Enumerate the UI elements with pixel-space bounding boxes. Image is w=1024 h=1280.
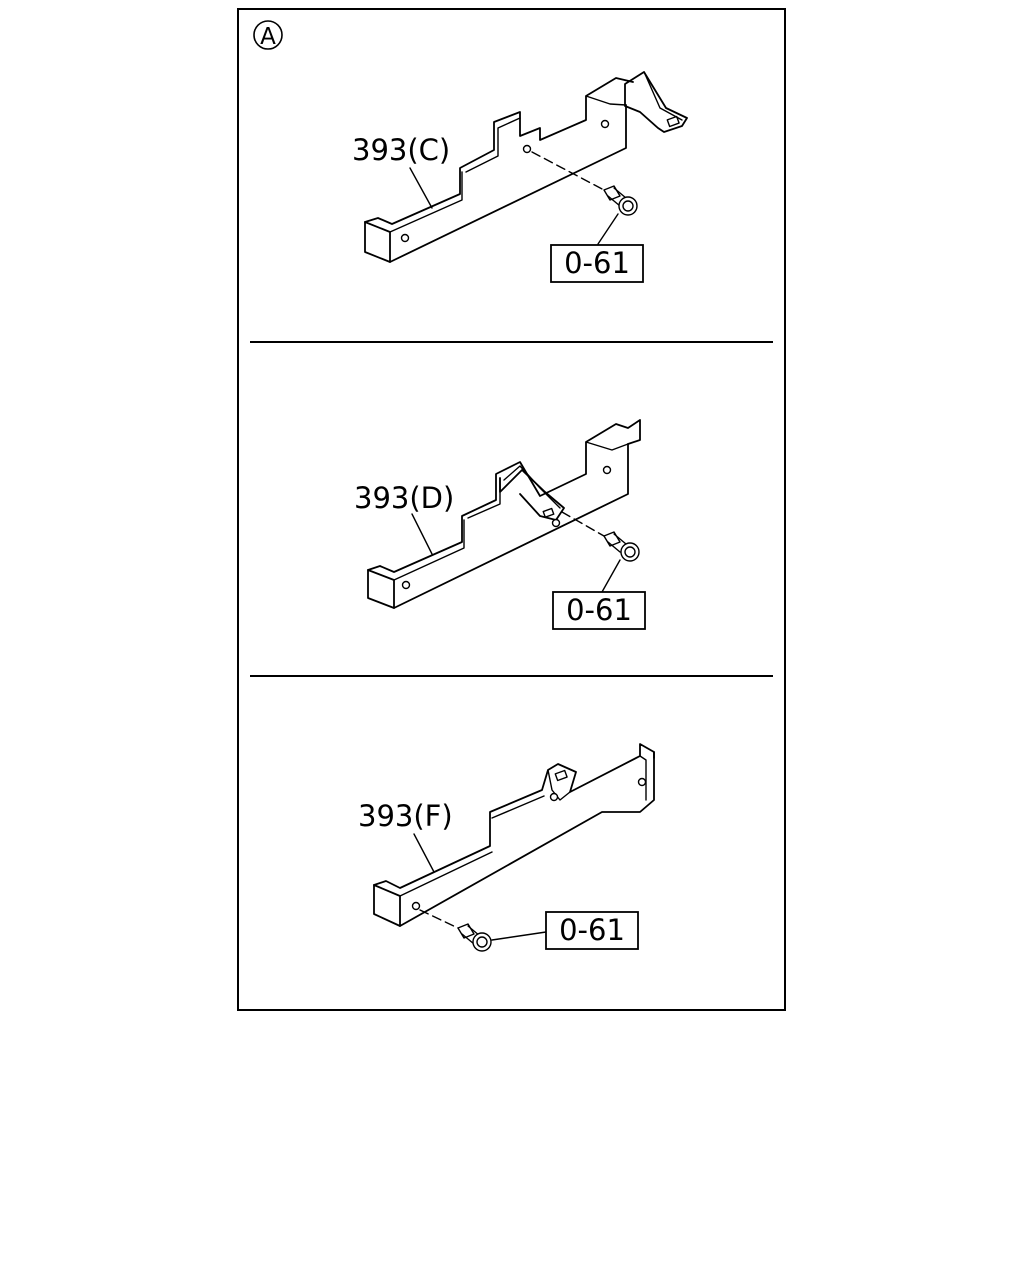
- bolt-icon: [457, 923, 492, 952]
- part-leader: [411, 513, 433, 555]
- panel-1: 393(C) 0-61: [352, 71, 688, 283]
- diagram-frame: [237, 8, 786, 1011]
- fastener-axis: [561, 511, 605, 537]
- view-marker-letter: A: [260, 24, 276, 50]
- fastener-label-box: [545, 911, 639, 950]
- fastener-label: 0-61: [564, 246, 630, 280]
- part-label: 393(D): [354, 481, 454, 515]
- fastener-axis: [419, 909, 459, 929]
- bracket-393d: [367, 419, 641, 609]
- bolt-icon: [603, 185, 638, 216]
- panel-3: 393(F) 0-61: [358, 743, 655, 952]
- fastener-label-box: [550, 244, 644, 283]
- panel-2: 393(D) 0-61: [354, 419, 646, 630]
- part-leader: [413, 833, 435, 873]
- part-leader: [409, 167, 433, 209]
- fastener-leader: [601, 559, 621, 593]
- fastener-leader: [491, 931, 547, 941]
- fastener-label-box: [552, 591, 646, 630]
- fastener-leader: [597, 213, 619, 245]
- bracket-393c: [364, 71, 688, 263]
- part-label: 393(C): [352, 133, 450, 167]
- bolt-icon: [603, 531, 640, 562]
- part-label: 393(F): [358, 799, 453, 833]
- fastener-label: 0-61: [559, 913, 625, 947]
- view-marker: A: [253, 20, 283, 50]
- fastener-axis: [531, 151, 605, 191]
- bracket-393f: [373, 743, 655, 927]
- view-marker-circle: [253, 20, 283, 50]
- fastener-label: 0-61: [566, 593, 632, 627]
